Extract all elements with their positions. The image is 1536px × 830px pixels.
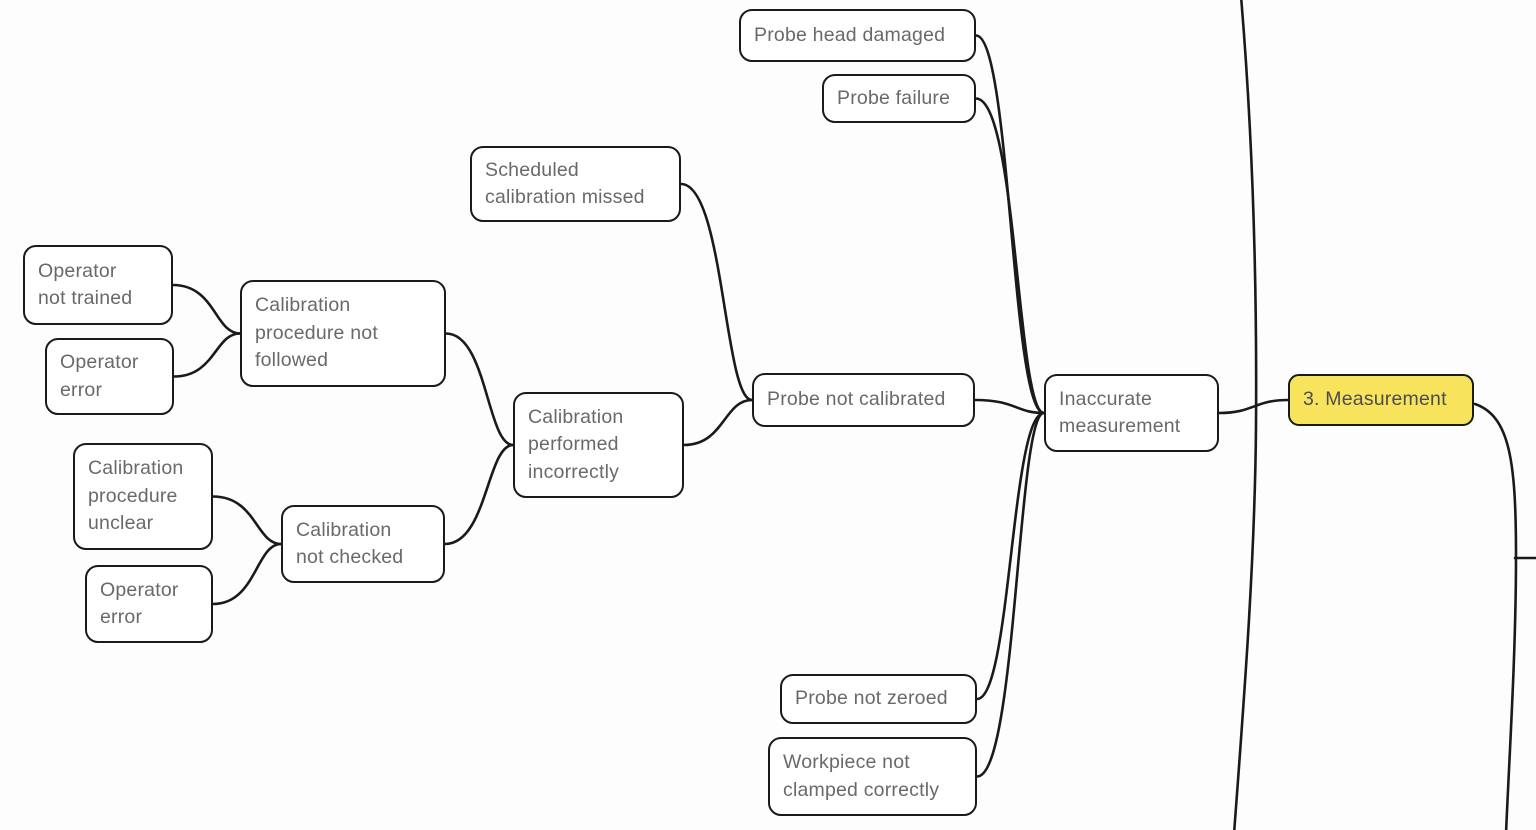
node-calibration-performed-incorrectly[interactable]: Calibration performed incorrectly: [513, 392, 684, 498]
node-operator-error-1[interactable]: Operator error: [45, 338, 174, 415]
connector-calibration-procedure-not-followed--calibration-performed-incorrectly: [444, 332, 515, 447]
node-label-measurement-topic: 3. Measurement: [1303, 388, 1447, 411]
node-calibration-not-checked[interactable]: Calibration not checked: [281, 505, 445, 583]
connector-calibration-performed-incorrectly--probe-not-calibrated: [682, 398, 754, 447]
node-label-calibration-not-checked: Calibration not checked: [296, 518, 404, 569]
node-probe-not-calibrated[interactable]: Probe not calibrated: [752, 373, 975, 427]
node-measurement-topic[interactable]: 3. Measurement: [1288, 374, 1474, 426]
trunk-topic-curve-right: [1473, 402, 1518, 830]
connector-scheduled-calibration-missed--probe-not-calibrated: [679, 182, 754, 402]
node-label-operator-error-2: Operator error: [100, 578, 179, 629]
connector-operator-not-trained--calibration-procedure-not-followed: [171, 283, 242, 335]
node-probe-head-damaged[interactable]: Probe head damaged: [739, 9, 976, 62]
node-inaccurate-measurement[interactable]: Inaccurate measurement: [1044, 374, 1219, 452]
node-label-inaccurate-measurement: Inaccurate measurement: [1059, 387, 1181, 438]
node-calibration-procedure-unclear[interactable]: Calibration procedure unclear: [73, 443, 213, 550]
node-label-probe-not-calibrated: Probe not calibrated: [767, 388, 946, 411]
node-label-workpiece-not-clamped-correctly: Workpiece not clamped correctly: [783, 751, 940, 801]
node-label-operator-not-trained: Operator not trained: [38, 259, 133, 310]
node-calibration-procedure-not-followed[interactable]: Calibration procedure not followed: [240, 280, 446, 387]
connector-probe-not-calibrated--inaccurate-measurement: [973, 398, 1046, 415]
node-label-probe-not-zeroed: Probe not zeroed: [795, 687, 948, 710]
node-scheduled-calibration-missed[interactable]: Scheduled calibration missed: [470, 146, 681, 222]
connector-operator-error-2--calibration-not-checked: [211, 542, 283, 606]
node-workpiece-not-clamped-correctly[interactable]: Workpiece not clamped correctly: [768, 737, 977, 816]
trunk-branch-curve-left: [1232, 0, 1258, 830]
node-operator-not-trained[interactable]: Operator not trained: [23, 245, 173, 325]
node-probe-not-zeroed[interactable]: Probe not zeroed: [780, 674, 977, 724]
node-label-probe-head-damaged: Probe head damaged: [754, 23, 946, 46]
connector-workpiece-not-clamped-correctly--inaccurate-measurement: [975, 411, 1046, 778]
connector-probe-failure--inaccurate-measurement: [974, 97, 1046, 415]
connector-probe-head-damaged--inaccurate-measurement: [974, 34, 1046, 415]
node-label-calibration-procedure-not-followed: Calibration procedure not followed: [255, 294, 378, 372]
connector-probe-not-zeroed--inaccurate-measurement: [975, 411, 1046, 701]
connector-operator-error-1--calibration-procedure-not-followed: [172, 332, 242, 378]
node-label-calibration-procedure-unclear: Calibration procedure unclear: [88, 457, 184, 535]
node-label-calibration-performed-incorrectly: Calibration performed incorrectly: [528, 405, 624, 483]
node-label-operator-error-1: Operator error: [60, 351, 139, 401]
connector-calibration-procedure-unclear--calibration-not-checked: [211, 495, 283, 546]
node-label-probe-failure: Probe failure: [837, 86, 951, 109]
node-label-scheduled-calibration-missed: Scheduled calibration missed: [485, 158, 645, 209]
connector-calibration-not-checked--calibration-performed-incorrectly: [443, 443, 515, 546]
node-probe-failure[interactable]: Probe failure: [822, 74, 976, 123]
connector-inaccurate-measurement--measurement-topic: [1217, 398, 1290, 415]
node-operator-error-2[interactable]: Operator error: [85, 565, 213, 643]
